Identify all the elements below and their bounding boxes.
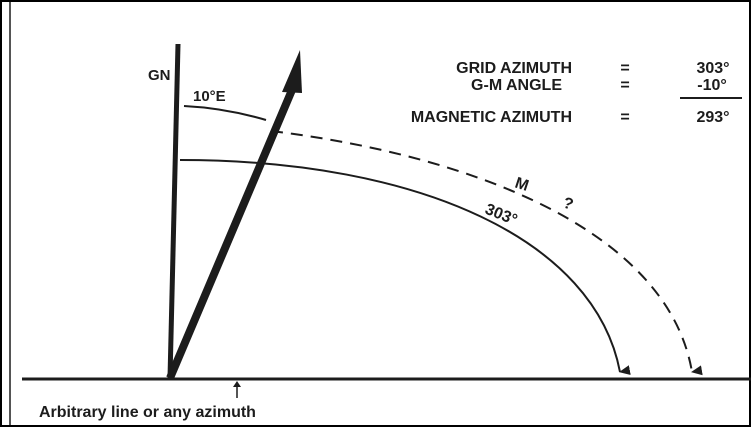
baseline-caption: Arbitrary line or any azimuth — [39, 404, 256, 421]
grid-azimuth-arc — [179, 159, 631, 376]
unknown-label: ? — [561, 195, 576, 214]
magnetic-azimuth-label: MAGNETIC AZIMUTH — [411, 109, 572, 126]
magnetic-north-line — [166, 88, 296, 380]
declination-label: 10°E — [193, 88, 226, 105]
baseline-pointer-arrowhead — [233, 381, 241, 387]
declination-arc — [183, 105, 267, 121]
grid-azimuth-label: GRID AZIMUTH — [456, 60, 572, 77]
magnetic-azimuth-arc — [270, 130, 703, 376]
grid-azimuth-value: 303° — [696, 60, 729, 77]
gm-angle-label: G-M ANGLE — [471, 77, 562, 94]
magnetic-label: M — [513, 175, 531, 195]
gm-angle-operator: = — [620, 77, 629, 94]
grid-angle-label: 303° — [483, 201, 520, 229]
grid-azimuth-operator: = — [620, 60, 629, 77]
grid-north-label: GN — [148, 67, 171, 84]
magnetic-north-arrowhead — [282, 50, 302, 93]
gm-angle-value: -10° — [697, 77, 727, 94]
grid-north-line — [167, 43, 181, 379]
magnetic-azimuth-value: 293° — [696, 109, 729, 126]
magnetic-azimuth-operator: = — [620, 109, 629, 126]
